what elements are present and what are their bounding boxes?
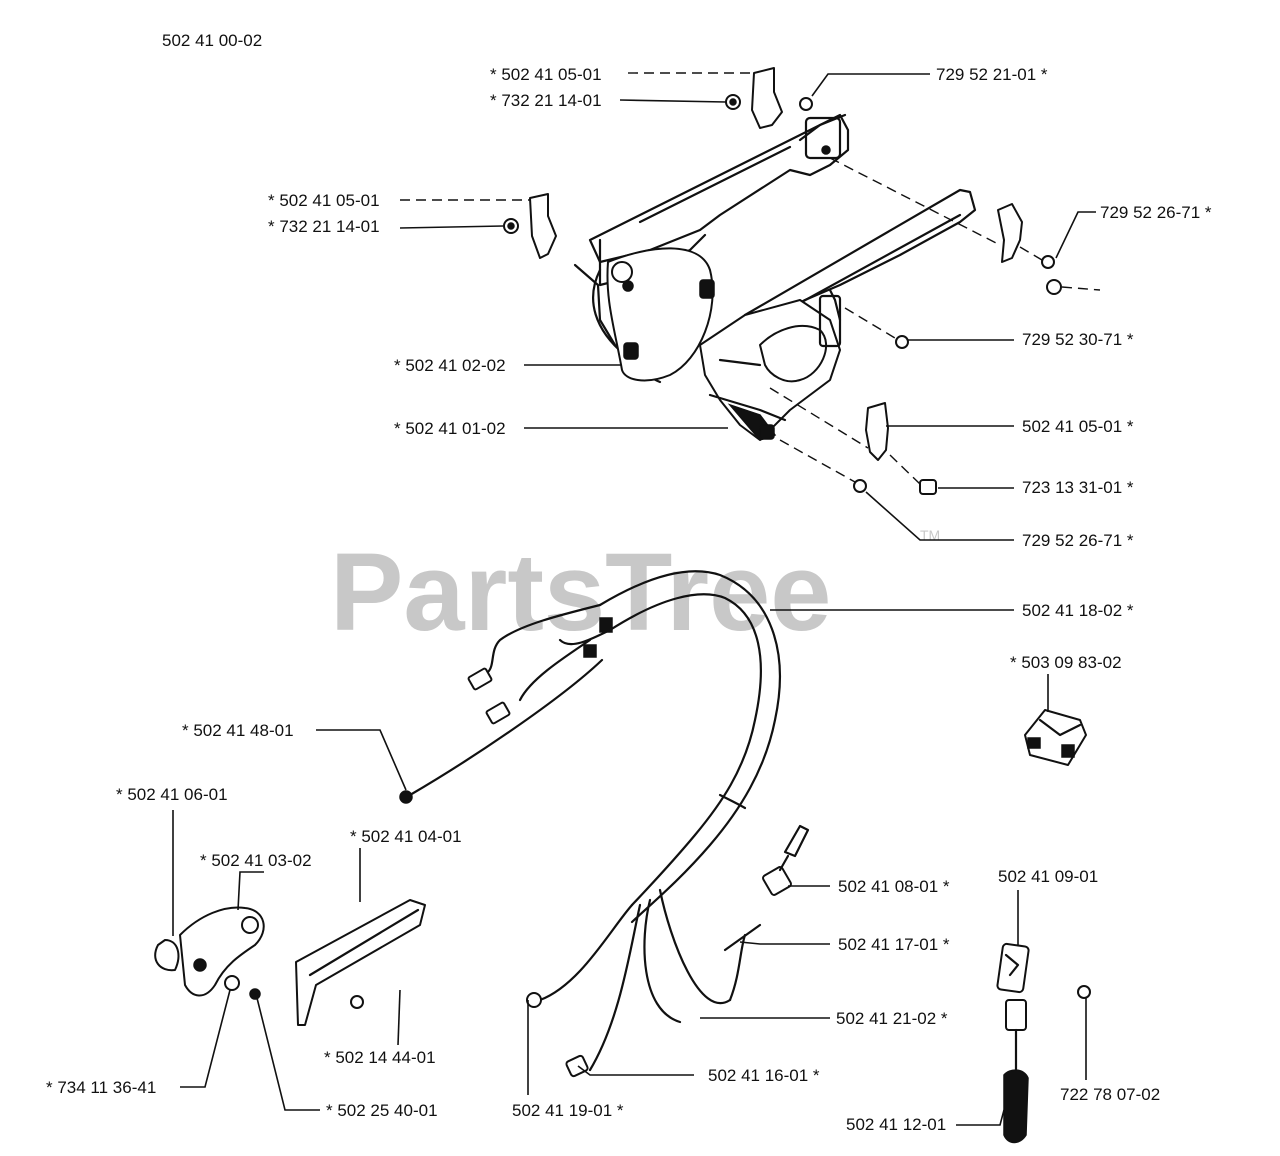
callout-label: 502 41 12-01: [846, 1115, 946, 1134]
callout-label: * 503 09 83-02: [1010, 653, 1122, 672]
callout-label: * 502 41 01-02: [394, 419, 506, 438]
callout-label: * 502 41 48-01: [182, 721, 294, 740]
callout-label: 502 41 09-01: [998, 867, 1098, 886]
callout-label: 502 41 18-02 *: [1022, 601, 1134, 620]
callout-label: * 732 21 14-01: [268, 217, 380, 236]
callout-label: 722 78 07-02: [1060, 1085, 1160, 1104]
bolt-top: [799, 97, 813, 111]
throttle-parts: [154, 899, 426, 1026]
callout-label: 729 52 26-71 *: [1022, 531, 1134, 550]
callout-label: 502 41 17-01 *: [838, 935, 950, 954]
callout-label: * 502 41 05-01: [268, 191, 380, 210]
screw-right-2: [1046, 279, 1062, 295]
callout-label: 502 41 19-01 *: [512, 1101, 624, 1120]
clip-top: [751, 67, 783, 129]
callout-label: 502 41 05-01 *: [1022, 417, 1134, 436]
bolt-mid-2: [853, 479, 867, 493]
callout-label: 729 52 26-71 *: [1100, 203, 1212, 222]
housing-left: [573, 113, 850, 384]
assembly-number: 502 41 00-02: [162, 31, 262, 50]
callout-label: 502 41 08-01 *: [838, 877, 950, 896]
callout-label: 729 52 21-01 *: [936, 65, 1048, 84]
callout-label: * 502 25 40-01: [326, 1101, 438, 1120]
watermark-trademark: TM: [920, 527, 940, 543]
lever-part: [996, 942, 1091, 1144]
callout-label: 723 13 31-01 *: [1022, 478, 1134, 497]
clip-left: [529, 193, 557, 259]
callout-label: * 502 41 04-01: [350, 827, 462, 846]
wiring-harness: [399, 570, 810, 1078]
housing-right: [699, 188, 977, 441]
callout-label: 502 41 16-01 *: [708, 1066, 820, 1085]
screw-right-1: [1041, 255, 1055, 269]
callout-label: * 502 41 02-02: [394, 356, 506, 375]
callout-label: * 732 21 14-01: [490, 91, 602, 110]
callout-label: * 502 41 03-02: [200, 851, 312, 870]
switch-part: [1024, 709, 1087, 766]
part-drawings: [154, 67, 1101, 1144]
clip-right: [997, 203, 1023, 263]
callout-label: * 502 14 44-01: [324, 1048, 436, 1067]
callout-label: * 502 41 06-01: [116, 785, 228, 804]
clip-mid: [865, 402, 889, 461]
leader-lines: [172, 72, 1096, 1126]
bolt-mid-1: [895, 335, 909, 349]
callout-label: * 734 11 36-41: [46, 1078, 156, 1097]
callout-labels: * 502 41 05-01 * 732 21 14-01 729 52 21-…: [46, 65, 1212, 1134]
callout-label: * 502 41 05-01: [490, 65, 602, 84]
callout-label: 729 52 30-71 *: [1022, 330, 1134, 349]
callout-label: 502 41 21-02 *: [836, 1009, 948, 1028]
screw-mid: [919, 479, 937, 495]
